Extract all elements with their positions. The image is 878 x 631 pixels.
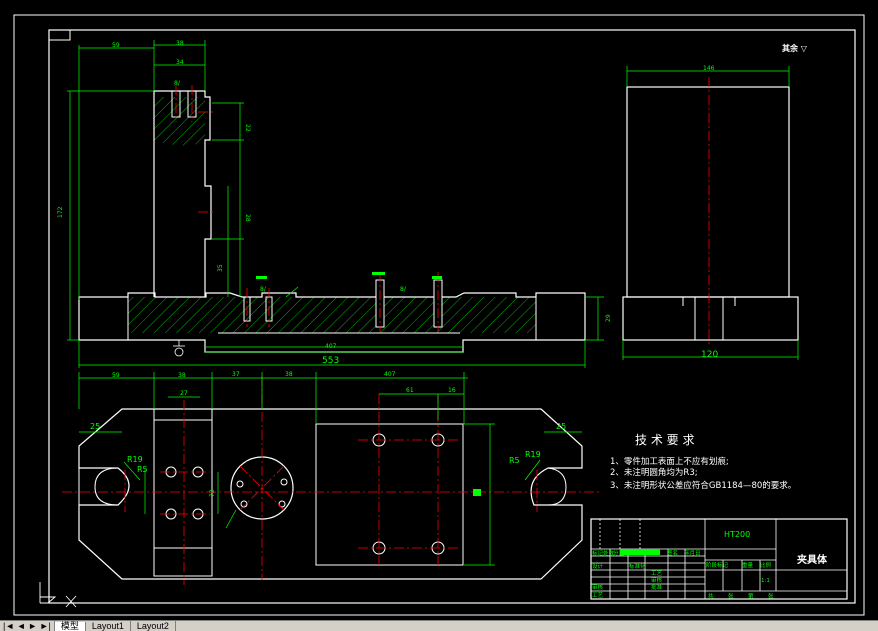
front-centerlines <box>175 85 439 332</box>
svg-text:25: 25 <box>90 422 100 431</box>
svg-text:61: 61 <box>406 387 414 394</box>
svg-text:R5: R5 <box>137 465 148 474</box>
model-space-border <box>13 14 865 616</box>
svg-text:59: 59 <box>112 42 120 49</box>
svg-text:407: 407 <box>384 371 396 378</box>
svg-text:38: 38 <box>285 371 293 378</box>
tech-req-2: 2、未注明圆角均为R3; <box>610 467 698 478</box>
tab-nav-buttons[interactable]: |◄ ◄ ► ►| <box>0 621 55 631</box>
svg-text:阶段标记: 阶段标记 <box>706 561 729 569</box>
title-block[interactable] <box>590 518 848 600</box>
svg-text:年月日: 年月日 <box>684 549 701 557</box>
plan-pocket <box>153 408 213 577</box>
svg-text:审核: 审核 <box>592 583 604 591</box>
svg-text:1:1: 1:1 <box>761 578 770 584</box>
svg-text:8/: 8/ <box>174 80 181 87</box>
technical-requirements: 技 术 要 求 1、零件加工表面上不应有划痕; 2、未注明圆角均为R3; 3、未… <box>610 433 796 491</box>
svg-text:R5: R5 <box>509 456 520 465</box>
tech-req-3: 3、未注明形状公差应符合GB1184—80的要求。 <box>610 480 796 491</box>
tech-title: 技 术 要 求 <box>635 433 694 447</box>
svg-text:处数: 处数 <box>603 549 615 557</box>
tab-model[interactable]: 模型 <box>54 622 86 631</box>
svg-text:59: 59 <box>112 372 120 379</box>
plan-centerlines <box>62 376 600 585</box>
svg-text:25: 25 <box>556 422 566 431</box>
svg-text:工艺: 工艺 <box>592 592 604 599</box>
title-block-text: 标记 处数 分区 签名 年月日 设计 审核 工艺 标准化 工艺 审核 批准 阶段… <box>592 549 774 600</box>
svg-text:27: 27 <box>180 390 188 397</box>
plan-dim-text: 59 38 37 38 407 27 61 16 72 <box>112 371 456 497</box>
svg-text:比例: 比例 <box>760 561 772 569</box>
base-hatch <box>128 297 536 333</box>
svg-text:设计: 设计 <box>592 562 604 570</box>
tab-layout2[interactable]: Layout2 <box>131 621 176 631</box>
svg-text:8/: 8/ <box>400 286 407 293</box>
plan-view[interactable]: 59 38 37 38 407 27 61 16 72 25 25 R19 R5… <box>62 371 600 585</box>
svg-text:标准化: 标准化 <box>629 562 646 570</box>
part-name-label: 夹具体 <box>797 553 828 566</box>
svg-text:407: 407 <box>325 343 337 350</box>
svg-text:签名: 签名 <box>667 549 678 557</box>
svg-text:重量: 重量 <box>742 561 754 569</box>
svg-text:R19: R19 <box>525 450 541 459</box>
svg-text:张: 张 <box>728 592 734 600</box>
svg-text:标记: 标记 <box>592 549 604 557</box>
svg-text:37: 37 <box>232 371 240 378</box>
svg-text:张: 张 <box>768 592 774 600</box>
ucs-icon <box>39 582 77 608</box>
side-bottom-dim: 120 <box>701 350 718 360</box>
material-label: HT200 <box>724 530 750 539</box>
svg-text:34: 34 <box>176 59 184 66</box>
svg-text:35: 35 <box>217 264 224 272</box>
base-outline <box>78 292 586 353</box>
front-dim-text: 59 38 34 8/ 172 22 28 35 407 29 8/ 8/ <box>57 40 612 350</box>
svg-text:38: 38 <box>178 372 186 379</box>
title-corner-tab <box>48 30 71 41</box>
drawing-frame <box>48 29 856 604</box>
tech-req-1: 1、零件加工表面上不应有划痕; <box>610 456 729 467</box>
svg-text:16: 16 <box>448 387 456 394</box>
front-total-dim: 553 <box>322 356 339 366</box>
svg-text:22: 22 <box>244 124 251 132</box>
side-view[interactable]: 146 120 <box>622 65 799 360</box>
svg-text:审核: 审核 <box>651 576 663 584</box>
front-dimensions <box>67 40 604 368</box>
tab-layout1[interactable]: Layout1 <box>86 621 131 631</box>
roughness-note: 其余 ▽ <box>782 43 808 53</box>
svg-text:工艺: 工艺 <box>651 570 663 577</box>
side-top-dim: 146 <box>703 65 715 72</box>
svg-text:批准: 批准 <box>651 583 663 591</box>
svg-text:72: 72 <box>209 489 216 497</box>
svg-text:第: 第 <box>748 592 754 600</box>
svg-text:8/: 8/ <box>260 286 267 293</box>
plan-holes <box>165 433 445 555</box>
svg-text:38: 38 <box>176 40 184 47</box>
svg-text:共: 共 <box>708 592 714 600</box>
svg-text:28: 28 <box>244 214 251 222</box>
svg-text:172: 172 <box>57 206 64 218</box>
plan-radius-text: 25 25 R19 R5 R19 R5 <box>90 422 566 474</box>
svg-text:分区: 分区 <box>613 549 625 557</box>
datum-symbol <box>173 340 185 357</box>
front-view[interactable]: 59 38 34 8/ 172 22 28 35 407 29 8/ 8/ 55… <box>57 40 612 368</box>
svg-text:29: 29 <box>605 314 612 322</box>
svg-text:R19: R19 <box>127 455 143 464</box>
plan-dimensions <box>78 372 582 566</box>
